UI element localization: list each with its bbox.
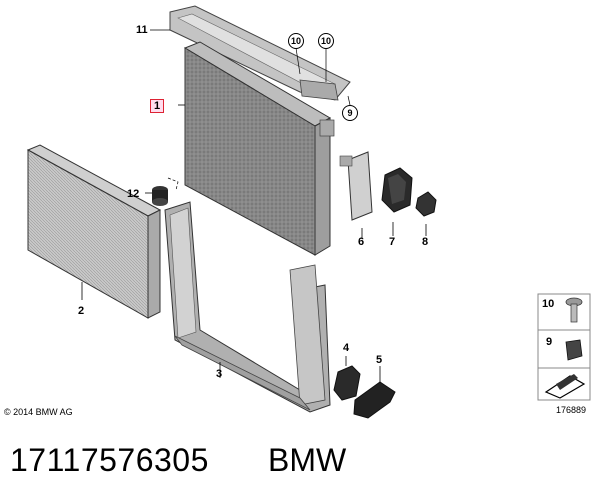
diagram-artwork (26, 5, 591, 419)
parts-diagram: 11 10 10 9 1 12 6 7 8 2 4 5 3 10 9 © 201… (4, 5, 591, 419)
callout-2: 2 (78, 305, 85, 317)
part-1-radiator (178, 41, 335, 256)
copyright-text: © 2014 BMW AG (4, 407, 73, 417)
leader-lines (150, 29, 351, 106)
brand-name: BMW (268, 442, 347, 478)
part-7-mount (381, 167, 413, 236)
legend-label-9: 9 (546, 336, 553, 348)
part-12-rubber-mount (145, 177, 179, 206)
callout-1-highlighted: 1 (150, 99, 165, 113)
callout-3: 3 (216, 368, 223, 380)
legend-label-10: 10 (542, 298, 555, 310)
callout-9: 9 (342, 105, 358, 121)
callout-11: 11 (136, 24, 148, 36)
diagram-number: 176889 (556, 405, 587, 415)
callout-10-right: 10 (318, 33, 334, 49)
callout-7: 7 (389, 236, 396, 248)
part-5-bracket (353, 366, 396, 419)
part-11-upper-duct (169, 5, 351, 101)
callout-12: 12 (127, 188, 140, 200)
callout-6: 6 (358, 236, 365, 248)
part-4-mount (333, 356, 361, 401)
legend-icons (537, 293, 591, 401)
part-number: 17117576305 (10, 442, 209, 478)
callout-4: 4 (343, 342, 350, 354)
part-2-condenser (26, 144, 162, 319)
part-6-bracket (339, 151, 373, 238)
part-8-clip (415, 191, 437, 236)
callout-8: 8 (422, 236, 429, 248)
callout-5: 5 (376, 354, 383, 366)
callout-10-left: 10 (288, 33, 304, 49)
part-3-frame (164, 201, 331, 413)
